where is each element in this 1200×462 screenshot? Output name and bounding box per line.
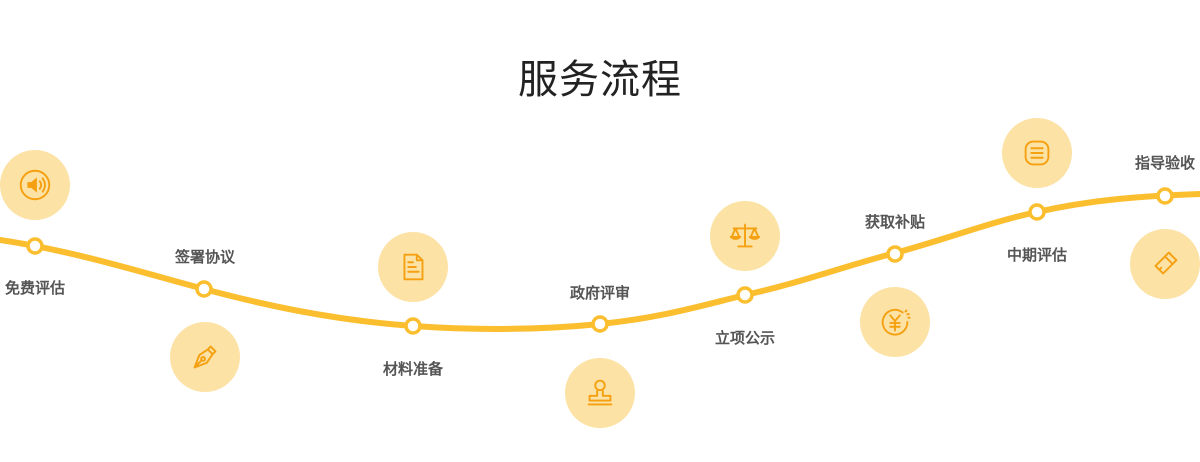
pen-nib-icon: [170, 322, 240, 392]
scales-icon: [710, 201, 780, 271]
step-label-8: 指导验收: [1134, 154, 1196, 172]
node-step-2: [195, 280, 213, 298]
flashlight-icon: [1130, 229, 1200, 299]
node-step-5: [736, 286, 754, 304]
step-label-7: 中期评估: [1006, 246, 1068, 264]
step-label-5: 立项公示: [714, 329, 776, 347]
node-step-7: [1028, 203, 1046, 221]
node-step-6: [886, 245, 904, 263]
page-title: 服务流程: [518, 57, 682, 103]
node-step-1: [26, 237, 44, 255]
list-icon: [1002, 118, 1072, 188]
stamp-icon: [565, 358, 635, 428]
step-label-6: 获取补贴: [864, 213, 926, 231]
step-label-2: 签署协议: [174, 248, 236, 266]
yen-coin-icon: [860, 287, 930, 357]
step-label-1: 免费评估: [4, 279, 66, 297]
node-step-4: [591, 315, 609, 333]
step-label-3: 材料准备: [382, 360, 444, 378]
flow-nodes: [26, 187, 1174, 335]
node-step-3: [404, 317, 422, 335]
step-label-4: 政府评审: [569, 284, 631, 302]
node-step-8: [1156, 187, 1174, 205]
speaker-icon: [0, 150, 70, 220]
document-icon: [378, 232, 448, 302]
